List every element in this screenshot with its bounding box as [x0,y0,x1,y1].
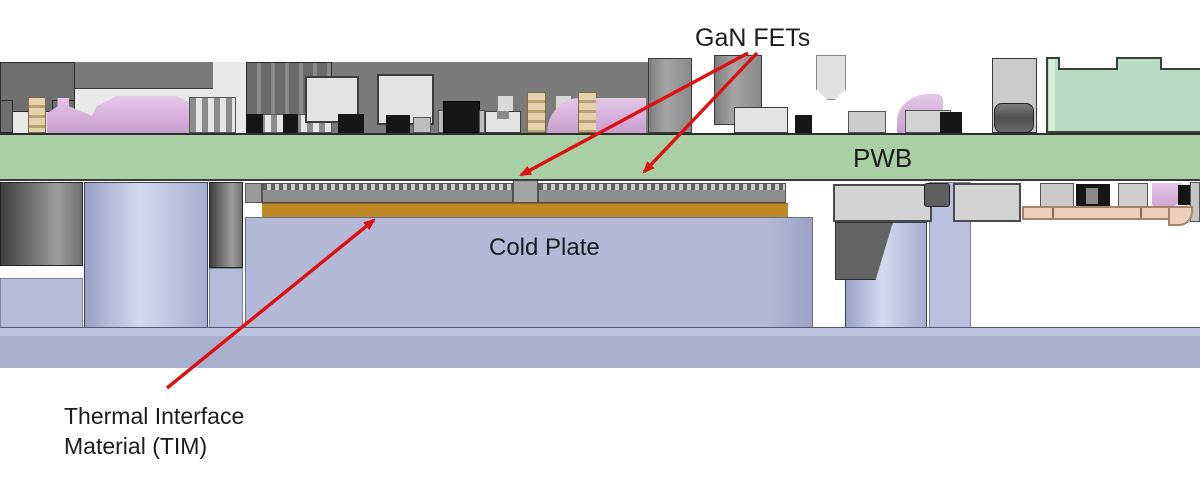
connector-box-right-1 [833,184,932,222]
chip-black-r1-core [1086,188,1098,204]
standoff-dark-mid [209,182,243,268]
module-box-3 [734,107,788,133]
heat-pipe-seam-1 [1052,208,1054,218]
standoff-cylinder-left [84,182,208,328]
label-tim-line1: Thermal Interface [64,403,245,429]
mount-block-left [0,278,83,328]
label-tim: Thermal Interface Material (TIM) [64,401,304,461]
connector-end-cap [924,183,950,207]
chip-gray-r2 [1118,183,1148,209]
mint-module-notch-2 [1160,57,1200,70]
heat-pipe-bend [1168,206,1193,226]
chip-black-b [283,114,298,133]
chip-black-c [338,114,364,133]
pink-dome-capacitor [84,96,209,133]
chip-black-f [940,112,962,133]
backdrop-mid-notch-1 [498,96,513,113]
heat-pipe-seam-2 [1140,208,1142,218]
tim-strip [262,203,788,217]
gan-fet-package-right [538,183,786,203]
heat-pipe [1022,206,1180,220]
mint-module-edge-highlight [1049,59,1055,131]
tan-post-2 [578,92,597,133]
gap-white-right [797,182,806,212]
label-pwb: PWB [853,143,913,173]
pwb-layer [0,133,1200,181]
chip-gray-a [413,117,431,133]
chip-black-e [795,115,812,133]
solder-bumps-right [539,184,785,190]
label-tim-line2: Material (TIM) [64,433,208,459]
chip-gray-r1 [1040,183,1074,209]
gan-fet-package-left [262,183,513,203]
chip-black-d [386,115,410,133]
small-parts-cluster [848,111,886,133]
label-gan-fets: GaN FETs [695,24,811,52]
tan-connector-left [28,97,46,133]
housing-tooth-1 [0,100,13,133]
label-cold-plate: Cold Plate [489,234,600,261]
tan-post-1 [527,92,546,133]
connector-box-right-2 [953,183,1021,222]
base-plate [0,327,1200,368]
standoff-dark-left [0,182,83,266]
chip-side-tab-2 [479,110,485,133]
standoff-column-1 [648,58,692,133]
solder-bumps-left [263,184,512,190]
fet-edge-rail [245,183,262,203]
chip-black-large [443,101,480,133]
screw-pin [816,55,846,100]
mint-module-notch-1 [1058,57,1118,70]
gap-white-left [22,266,83,278]
pin-header [189,97,236,133]
notched-box-notch [497,111,509,119]
gan-fet-die-center [513,179,538,203]
capacitor-barrel [994,103,1034,133]
pink-block-mid [596,98,646,133]
mount-block-mid [209,268,243,328]
chip-black-a [246,114,263,133]
